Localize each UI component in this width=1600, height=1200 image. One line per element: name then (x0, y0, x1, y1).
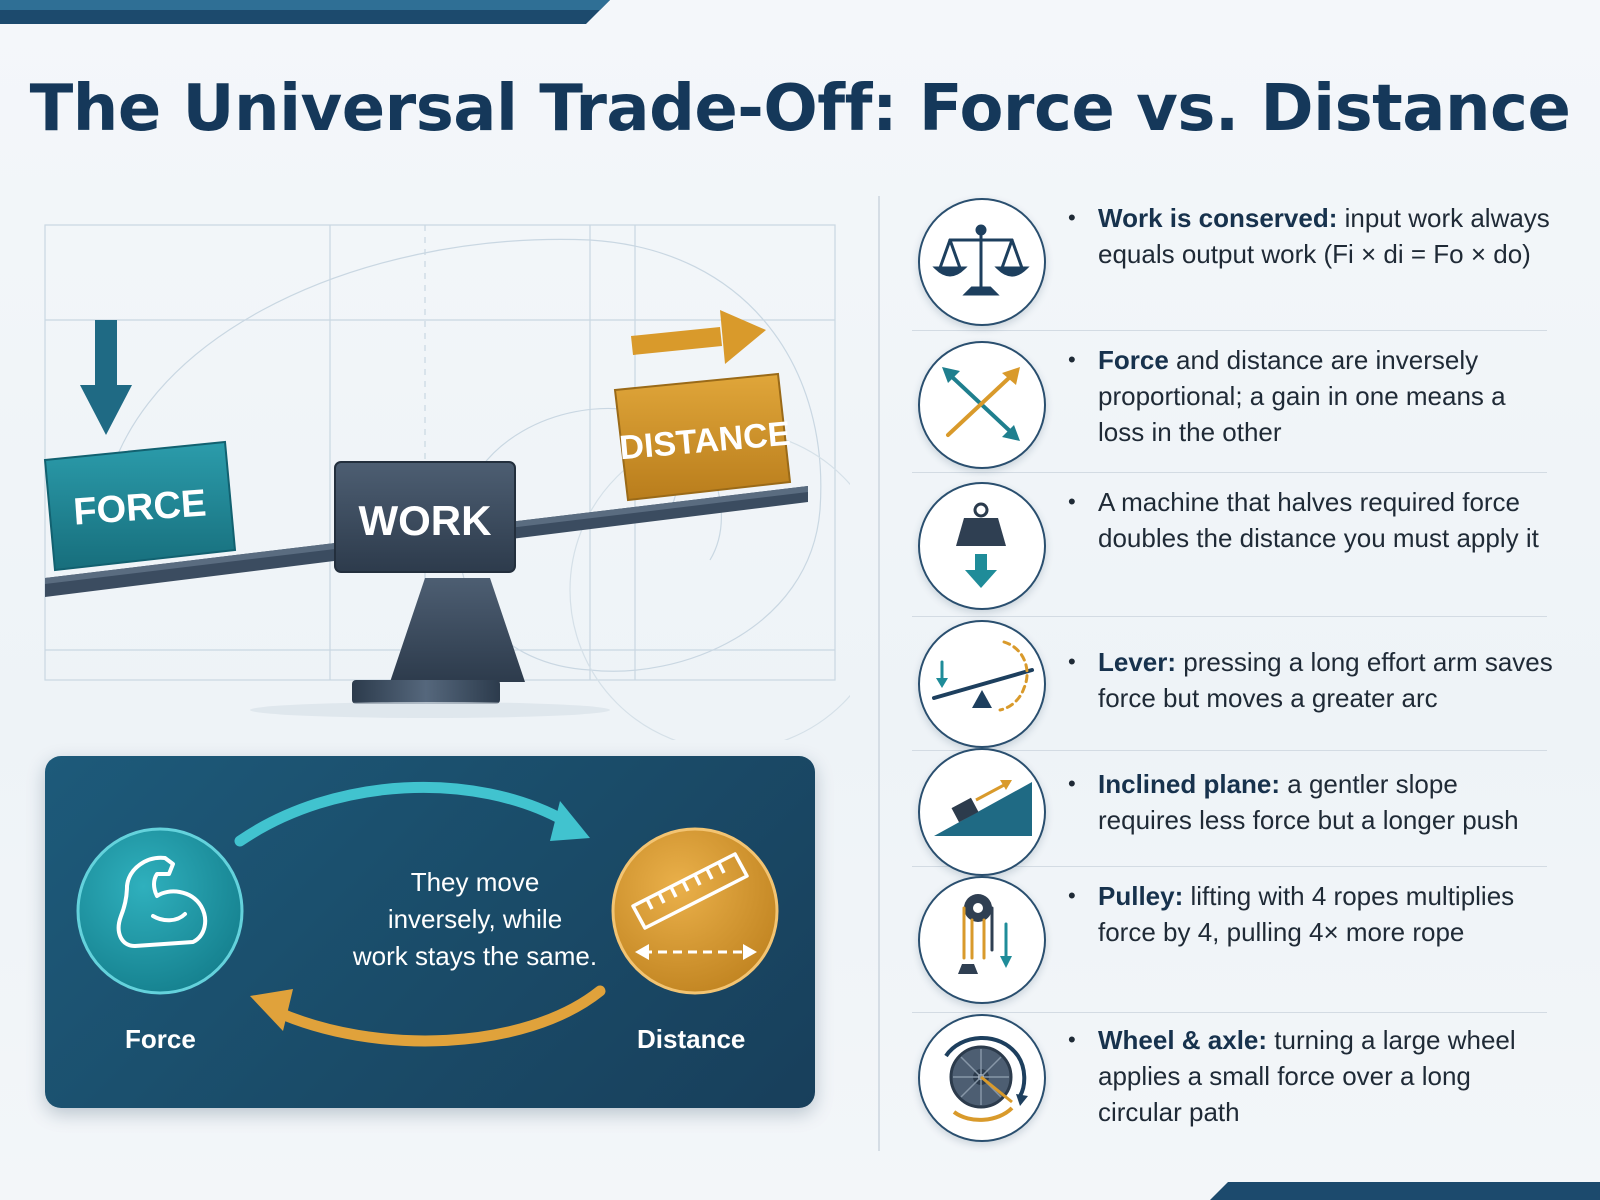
top-corner-accent (0, 0, 610, 24)
bottom-corner-accent (1210, 1182, 1600, 1200)
force-block-label: FORCE (72, 482, 208, 533)
fact-text-1: •Work is conserved: input work always eq… (1068, 203, 1550, 269)
right-arrow-icon (631, 310, 766, 364)
distance-label: Distance (637, 1024, 746, 1054)
crossed-arrows-icon (918, 341, 1046, 469)
fact-list: •Work is conserved: input work always eq… (912, 196, 1572, 1156)
flexed-arm-icon (116, 855, 208, 948)
fact-item-wheel-axle: •Wheel & axle: turning a large wheel app… (912, 1014, 1547, 1156)
cycle-message-line-2: inversely, while (387, 904, 563, 934)
fact-item-inverse-proportion: •Force and distance are inversely propor… (912, 332, 1547, 473)
fact-item-lever: •Lever: pressing a long effort arm saves… (912, 618, 1553, 751)
cycle-message-line-3: work stays the same. (352, 941, 598, 971)
fact-item-inclined-plane: •Inclined plane: a gentler slope require… (912, 748, 1547, 876)
inclined-plane-icon (918, 748, 1046, 876)
dashed-measure-arrow (635, 944, 757, 960)
distance-block: DISTANCE (613, 372, 792, 502)
wheel-axle-icon (918, 1014, 1046, 1142)
ruler-icon (631, 852, 749, 930)
fact-text-6: •Pulley: lifting with 4 ropes multiplies… (1068, 881, 1515, 947)
seesaw-illustration: FORCE WORK DISTANCE (43, 224, 850, 740)
top-cycle-arrow (234, 781, 571, 847)
inverse-cycle-panel: They move inversely, while work stays th… (45, 756, 815, 1108)
page-title: The Universal Trade-Off: Force vs. Dista… (29, 72, 1571, 146)
fact-item-pulley: •Pulley: lifting with 4 ropes multiplies… (912, 868, 1547, 1013)
lever-icon (918, 620, 1046, 748)
fact-text-7: •Wheel & axle: turning a large wheel app… (1068, 1025, 1516, 1127)
fact-text-5: •Inclined plane: a gentler slope require… (1068, 769, 1519, 835)
weight-down-arrow-icon (918, 482, 1046, 610)
column-divider (878, 196, 880, 1151)
fact-item-work-conserved: •Work is conserved: input work always eq… (912, 196, 1550, 331)
fact-item-halves-force: •A machine that halves required force do… (912, 474, 1547, 617)
cycle-message-line-1: They move (410, 867, 540, 897)
balance-scale-icon (918, 198, 1046, 326)
fact-text-4: •Lever: pressing a long effort arm saves… (1068, 647, 1553, 713)
cycle-message: They move inversely, while work stays th… (310, 864, 640, 975)
force-circle (76, 827, 244, 995)
force-label: Force (125, 1024, 196, 1054)
fact-text-3: •A machine that halves required force do… (1068, 487, 1539, 553)
work-block-label: WORK (359, 497, 492, 544)
force-block: FORCE (43, 440, 237, 572)
pulley-icon (918, 876, 1046, 1004)
fact-text-2: •Force and distance are inversely propor… (1068, 345, 1506, 447)
work-block: WORK (334, 461, 516, 573)
down-arrow-icon (80, 320, 132, 435)
bottom-cycle-arrow (269, 985, 606, 1047)
